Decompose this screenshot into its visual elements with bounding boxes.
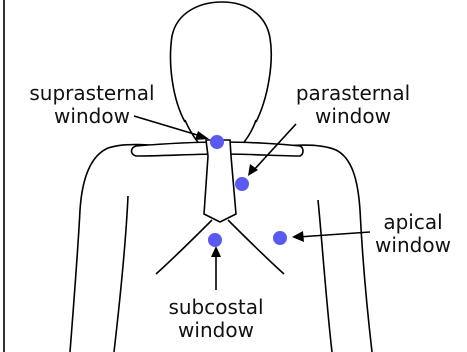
apical-label-line1: apical — [360, 211, 466, 234]
subcostal-label-line2: window — [150, 319, 282, 342]
suprasternal-label-line2: window — [8, 105, 176, 128]
subcostal-label-line1: subcostal — [150, 296, 282, 319]
parasternal-arrowhead — [248, 164, 258, 176]
head-outline — [171, 2, 272, 122]
suprasternal-window-dot — [210, 135, 224, 149]
sternum — [204, 140, 236, 222]
parasternal-window-label: parasternal window — [278, 82, 428, 128]
suprasternal-arrowhead — [195, 131, 209, 140]
rib-cage-left — [156, 220, 212, 274]
apical-label-line2: window — [360, 234, 466, 257]
apical-window-label: apical window — [360, 211, 466, 257]
right-arm-inner — [318, 200, 332, 352]
suprasternal-window-label: suprasternal window — [8, 82, 176, 128]
parasternal-window-dot — [235, 177, 249, 191]
left-arm-inner — [114, 196, 128, 352]
subcostal-window-dot — [208, 233, 222, 247]
rib-cage-right — [228, 220, 284, 274]
subcostal-window-label: subcostal window — [150, 296, 282, 342]
apical-window-dot — [273, 231, 287, 245]
apical-arrowhead — [292, 231, 304, 242]
subcostal-arrowhead — [211, 246, 221, 257]
parasternal-label-line2: window — [278, 105, 428, 128]
parasternal-label-line1: parasternal — [278, 82, 428, 105]
suprasternal-label-line1: suprasternal — [8, 82, 176, 105]
